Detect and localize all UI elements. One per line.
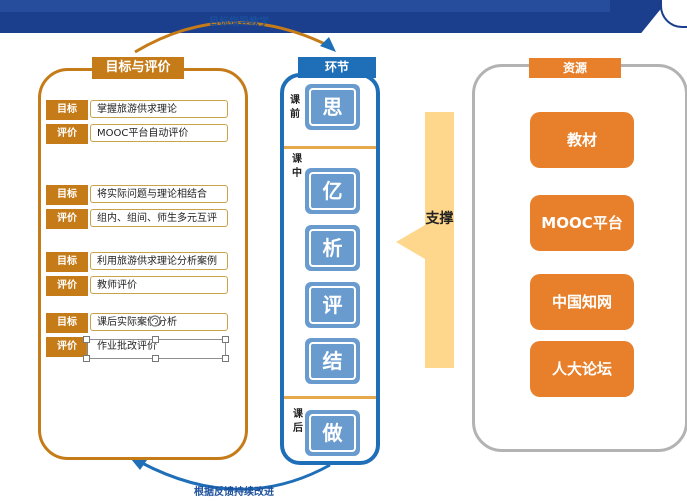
stages-panel-title: 环节 [298,57,376,78]
goal-row[interactable]: 目标 利用旅游供求理论分析案例 [46,252,229,272]
goal-tag: 目标 [46,100,88,120]
resize-handle[interactable] [83,355,90,362]
goal-row[interactable]: 目标 课后实际案例分析 [46,313,229,333]
goal-row[interactable]: 目标 掌握旅游供求理论 [46,100,229,120]
step-label: 思 [309,88,356,126]
goals-panel-title: 目标与评价 [92,57,184,79]
stage-label-after: 课后 [293,409,303,434]
top-flow-label: 目标指导教学 [209,17,269,28]
step-summarize[interactable]: 结 [305,338,360,384]
support-arrowhead [396,225,425,259]
resource-forum[interactable]: 人大论坛 [530,341,634,397]
stage-label-before: 课前 [290,95,300,120]
step-practice[interactable]: 做 [305,410,360,456]
header-band-highlight [0,0,610,12]
resize-handle[interactable] [152,355,159,362]
evaluation-tag: 评价 [46,276,88,296]
stage-label-during: 课中 [292,154,302,179]
evaluation-text[interactable]: 作业批改评价 [97,341,157,352]
resize-handle[interactable] [222,355,229,362]
evaluation-row[interactable]: 评价 作业批改评价 [46,337,229,357]
resource-cnki[interactable]: 中国知网 [530,274,634,330]
evaluation-row[interactable]: 评价 教师评价 [46,276,229,296]
goal-text[interactable]: 掌握旅游供求理论 [90,100,228,118]
step-label: 评 [309,286,356,324]
resize-handle[interactable] [222,336,229,343]
step-analyze[interactable]: 析 [305,225,360,271]
evaluation-tag: 评价 [46,124,88,144]
resize-handle[interactable] [83,336,90,343]
goal-row[interactable]: 目标 将实际问题与理论相结合 [46,185,229,205]
evaluation-tag: 评价 [46,337,88,357]
top-flow-arc [134,20,334,54]
goal-tag: 目标 [46,252,88,272]
resource-mooc[interactable]: MOOC平台 [530,195,634,251]
selection-frame[interactable] [83,336,229,362]
step-evaluate[interactable]: 评 [305,282,360,328]
resource-textbook[interactable]: 教材 [530,112,634,168]
support-bar [425,112,454,368]
top-flow-arrowhead [320,37,336,52]
evaluation-tag: 评价 [46,209,88,229]
rotate-icon[interactable] [148,314,162,328]
step-label: 结 [309,342,356,380]
bottom-flow-label: 根据反馈持续改进 [194,487,274,498]
stage-divider [284,146,376,149]
goal-text[interactable]: 利用旅游供求理论分析案例 [90,252,228,270]
evaluation-text[interactable]: MOOC平台自动评价 [90,124,228,142]
support-label: 支撑 [425,211,454,227]
bottom-flow-arc [139,460,331,491]
resources-panel-title: 资源 [529,58,621,78]
bottom-flow-arrowhead [131,459,147,470]
goal-tag: 目标 [46,313,88,333]
stage-divider [284,396,376,399]
evaluation-text[interactable]: 组内、组间、师生多元互评 [90,209,228,227]
goal-text[interactable]: 将实际问题与理论相结合 [90,185,228,203]
evaluation-text[interactable]: 教师评价 [90,276,228,294]
evaluation-row[interactable]: 评价 MOOC平台自动评价 [46,124,229,144]
goal-tag: 目标 [46,185,88,205]
step-think[interactable]: 思 [305,84,360,130]
evaluation-row[interactable]: 评价 组内、组间、师生多元互评 [46,209,229,229]
resize-handle[interactable] [152,336,159,343]
step-label: 亿 [309,172,356,210]
step-label: 做 [309,414,356,452]
step-recall[interactable]: 亿 [305,168,360,214]
step-label: 析 [309,229,356,267]
